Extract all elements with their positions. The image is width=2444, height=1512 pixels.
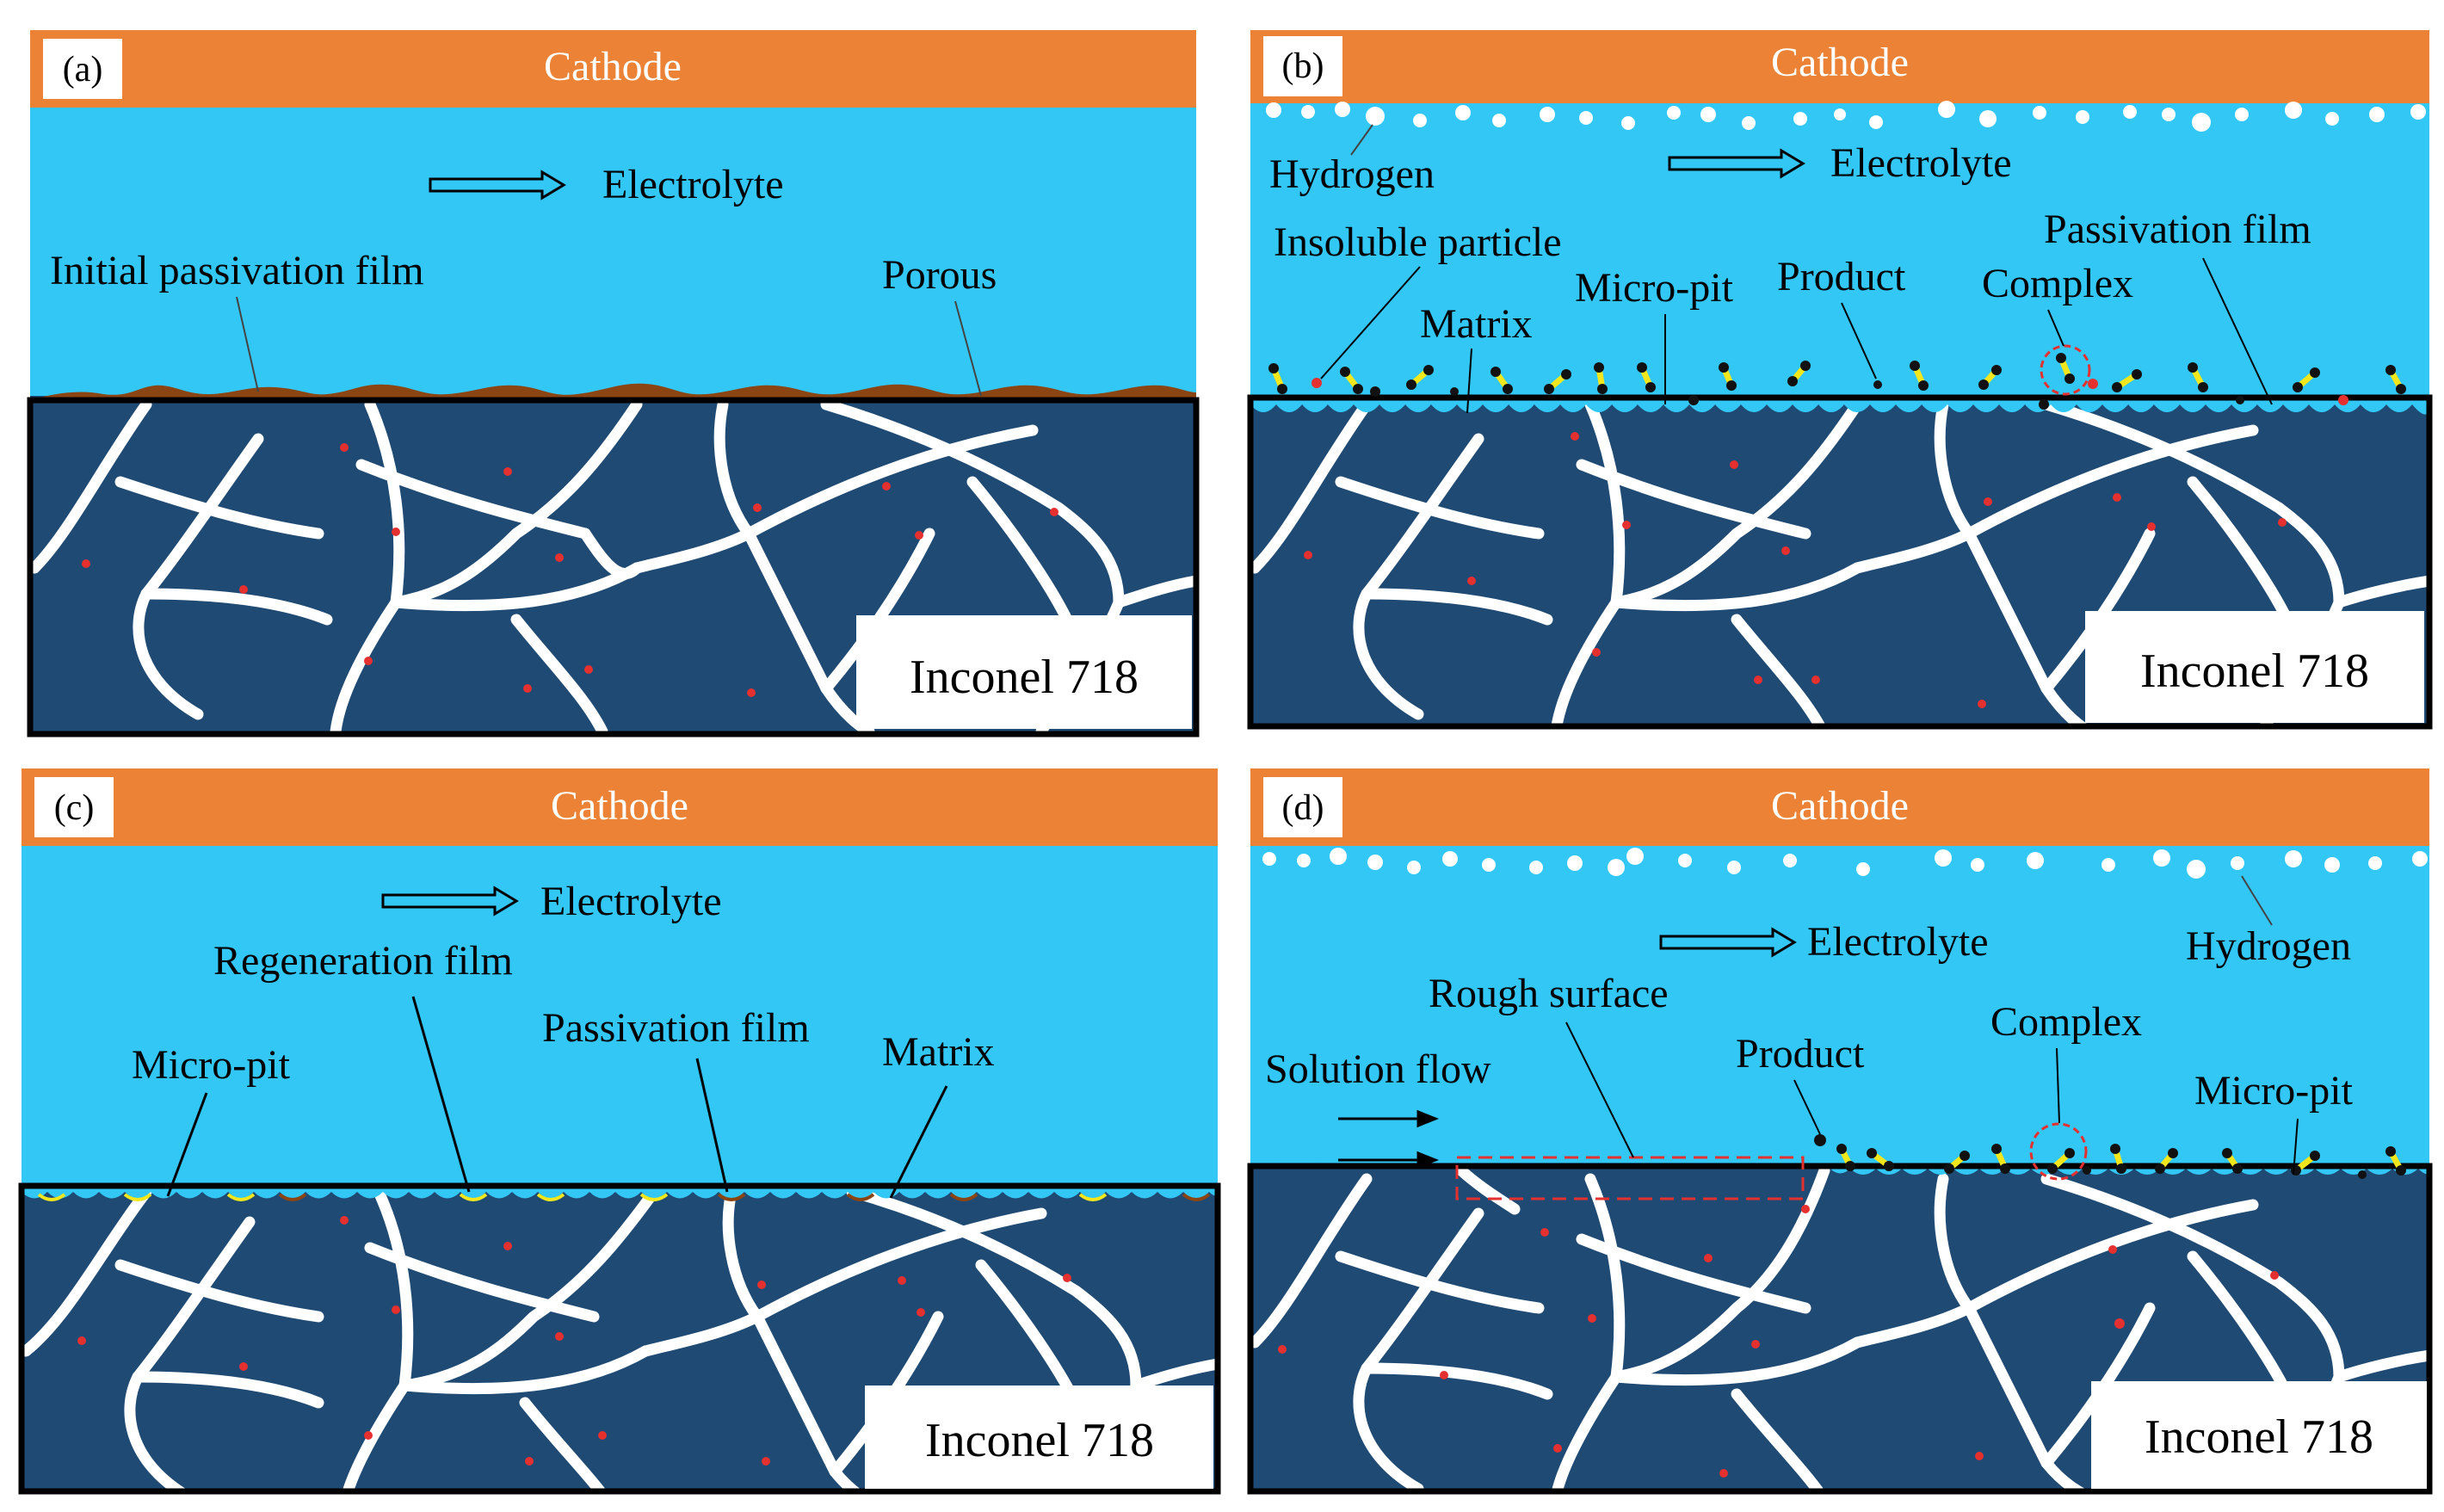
panel-b-electrolyte [1250, 95, 2429, 400]
panel-c-electrolyte [22, 839, 1218, 1188]
panel-d-electrolyte [1250, 839, 2429, 1175]
panel-d-material-box [2091, 1381, 2427, 1489]
panel-b-passivation-film-label: Passivation film [2044, 207, 2311, 252]
panel-b-product-leader [1841, 302, 1877, 380]
panel-b-pitted-surface [1250, 398, 2429, 415]
panel-b-product-label: Product [1777, 254, 1906, 299]
panel-a-frame [27, 397, 1200, 737]
panel-c-micro-pit-label: Micro-pit [132, 1042, 291, 1088]
panel-d-product-label: Product [1736, 1031, 1865, 1077]
panel-c-material-box [865, 1385, 1213, 1489]
panel-d-hydrogen-bubbles [1262, 848, 2428, 879]
panel-b-matrix-leader [1466, 348, 1472, 414]
panel-a-initial-passivation-label: Initial passivation film [50, 248, 424, 293]
panel-c-regeneration-film-leader [411, 996, 471, 1193]
panel-c-cathode-label: Cathode [551, 783, 688, 829]
panel-b-matrix-label: Matrix [1420, 301, 1533, 347]
panel-b-cathode [1250, 30, 2429, 103]
panel-a-porous-label: Porous [882, 252, 997, 298]
panel-d-complex-label: Complex [1990, 999, 2142, 1045]
panel-b-hydrogen-leader [1350, 124, 1373, 156]
panel-d-hydrogen-label: Hydrogen [2186, 923, 2351, 969]
panel-c-tag: (c) [54, 788, 95, 828]
panel-b-material-label: Inconel 718 [2140, 645, 2369, 698]
panel-a-flow-arrow [429, 170, 566, 201]
panel-c: (c) Cathode Electrolyte [18, 768, 1221, 1495]
panel-b-flow-arrow [1668, 148, 1805, 179]
panel-b-hydrogen-label: Hydrogen [1269, 151, 1435, 197]
panel-d-solution-flow-arrows [1338, 1109, 1440, 1169]
panel-d-micro-pit-label: Micro-pit [2194, 1068, 2354, 1114]
panel-a-tag: (a) [63, 50, 103, 89]
panel-b-complex-leader [2047, 309, 2064, 347]
panel-d-rough-surface-box [1455, 1156, 1805, 1200]
panel-a-porous-leader [954, 300, 982, 397]
panel-a-electrolyte-label: Electrolyte [602, 162, 784, 207]
panel-b-frame [1247, 394, 2433, 730]
panel-a-cathode [30, 30, 1196, 108]
panel-b-complex-particles [1268, 353, 2406, 410]
panel-d-hydrogen-leader [2241, 875, 2273, 926]
panel-d-complex-leader [2056, 1047, 2060, 1124]
panel-c-matrix-label: Matrix [882, 1029, 995, 1075]
panel-b-tag: (b) [1282, 46, 1324, 86]
panel-c-material-label: Inconel 718 [925, 1414, 1154, 1467]
panel-a-initial-passivation-leader [236, 296, 259, 392]
panel-d-frame [1247, 1163, 2433, 1495]
panel-b-insoluble-particle-label: Insoluble particle [1274, 219, 1562, 265]
panel-a: (a) Cathode Electrolyte [27, 30, 1200, 737]
panel-b-complex-label: Complex [1982, 261, 2133, 306]
panel-c-passivation-film-segments [278, 1193, 1211, 1201]
panel-a-material-label: Inconel 718 [910, 651, 1139, 704]
panel-d-micro-pit-leader [2293, 1118, 2299, 1176]
panel-b-material-box [2085, 611, 2424, 723]
panel-c-passivation-film-leader [695, 1058, 729, 1193]
panel-c-flow-arrow [381, 886, 519, 916]
panel-b-cathode-label: Cathode [1771, 40, 1909, 85]
panel-d-tag: (d) [1282, 788, 1324, 828]
panel-d-product-leader [1793, 1079, 1821, 1135]
panel-c-frame [18, 1182, 1221, 1495]
panel-c-micro-pit-leader [166, 1092, 208, 1197]
panel-d-cathode [1250, 768, 2429, 846]
panel-a-material-box [856, 615, 1192, 729]
panel-d-complex-particles [1814, 1134, 2406, 1179]
panel-d: (d) Cathode Electrolyte Hydrogen [1247, 768, 2433, 1495]
panel-c-matrix [22, 1186, 1218, 1491]
panel-a-tag-box [43, 39, 122, 99]
panel-d-rough-surface-label: Rough surface [1429, 971, 1669, 1016]
panel-c-matrix-leader [889, 1085, 948, 1199]
panel-b-electrolyte-label: Electrolyte [1830, 140, 2012, 186]
panel-b-complex-marker [2040, 344, 2091, 396]
panel-c-passivation-film-label: Passivation film [542, 1005, 810, 1051]
panel-b: (b) Cathode Hydrogen Electrolyte [1247, 30, 2433, 730]
panel-b-passivation-film-leader [2202, 257, 2273, 405]
panel-d-complex-marker [2029, 1122, 2088, 1181]
panel-c-regeneration-film-segments [37, 1193, 1108, 1201]
panel-c-electrolyte-label: Electrolyte [540, 879, 722, 924]
panel-d-cathode-label: Cathode [1771, 783, 1909, 829]
panel-c-regeneration-film-label: Regeneration film [213, 938, 513, 984]
panel-b-hydrogen-bubbles [1266, 101, 2426, 132]
panel-c-tag-box [34, 777, 114, 837]
panel-d-material-label: Inconel 718 [2145, 1410, 2373, 1464]
panel-d-rough-surface-leader [1565, 1021, 1634, 1158]
panel-d-flow-arrow [1659, 927, 1797, 958]
panel-d-solution-flow-label: Solution flow [1265, 1046, 1491, 1092]
panel-a-electrolyte [30, 103, 1196, 400]
panel-b-tag-box [1263, 36, 1342, 96]
panel-b-insoluble-particle-leader [1320, 266, 1421, 380]
panel-b-micro-pit-label: Micro-pit [1575, 265, 1734, 311]
panel-d-electrolyte-label: Electrolyte [1807, 919, 1989, 965]
panel-d-tag-box [1263, 777, 1342, 837]
panel-a-cathode-label: Cathode [544, 44, 682, 89]
panel-c-cathode [22, 768, 1218, 846]
